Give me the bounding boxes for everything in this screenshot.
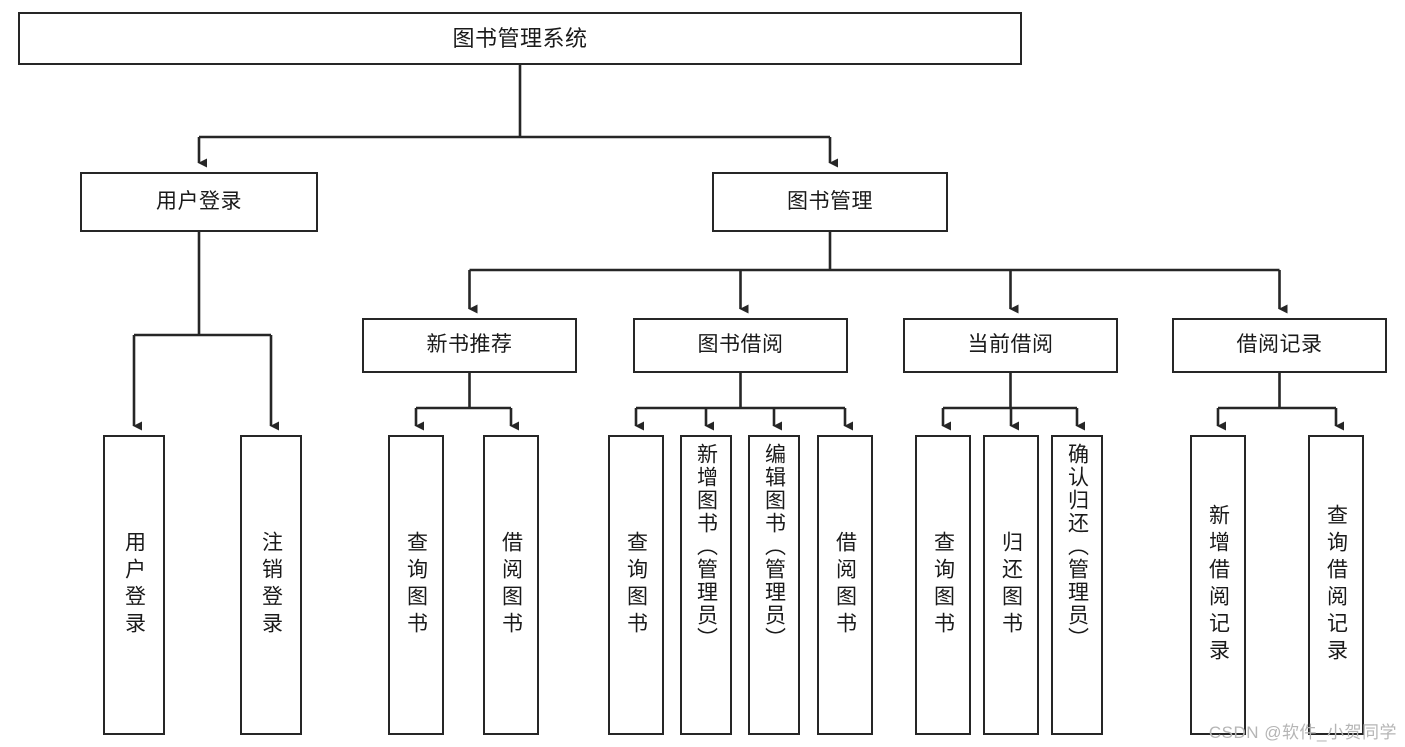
node-current[interactable]: 当前借阅 [903,318,1118,373]
node-label-leaf-query-record: 查询借阅记录 [1324,504,1348,666]
node-leaf-query-record[interactable]: 查询借阅记录 [1308,435,1364,735]
node-leaf-user-logout[interactable]: 注销登录 [240,435,302,735]
node-label-leaf-borrow-book-2: 借阅图书 [833,531,857,639]
node-label-leaf-query-book-2: 查询图书 [624,531,648,639]
node-leaf-confirm-return[interactable]: 确认归还（管理员） [1051,435,1103,735]
node-leaf-borrow-book-1[interactable]: 借阅图书 [483,435,539,735]
node-newbook[interactable]: 新书推荐 [362,318,577,373]
node-leaf-query-book-2[interactable]: 查询图书 [608,435,664,735]
node-label-leaf-edit-book: 编辑图书（管理员） [762,443,786,650]
node-label-leaf-add-book: 新增图书（管理员） [694,443,718,650]
node-label-leaf-query-book-1: 查询图书 [404,531,428,639]
node-login[interactable]: 用户登录 [80,172,318,232]
node-leaf-add-book[interactable]: 新增图书（管理员） [680,435,732,735]
node-root[interactable]: 图书管理系统 [18,12,1022,65]
node-leaf-return-book[interactable]: 归还图书 [983,435,1039,735]
node-label-borrow: 图书借阅 [697,333,784,357]
node-label-records: 借阅记录 [1236,333,1323,357]
node-label-leaf-confirm-return: 确认归还（管理员） [1065,443,1089,650]
node-label-leaf-add-record: 新增借阅记录 [1206,504,1230,666]
watermark-text: CSDN @软件_小贺同学 [1208,723,1397,742]
node-label-leaf-user-logout: 注销登录 [259,531,283,639]
node-label-leaf-return-book: 归还图书 [999,531,1023,639]
node-leaf-query-book-3[interactable]: 查询图书 [915,435,971,735]
node-label-root: 图书管理系统 [452,25,588,51]
node-records[interactable]: 借阅记录 [1172,318,1387,373]
node-leaf-query-book-1[interactable]: 查询图书 [388,435,444,735]
node-leaf-user-login[interactable]: 用户登录 [103,435,165,735]
node-label-leaf-borrow-book-1: 借阅图书 [499,531,523,639]
node-label-newbook: 新书推荐 [426,333,513,357]
node-label-leaf-user-login: 用户登录 [122,531,146,639]
node-borrow[interactable]: 图书借阅 [633,318,848,373]
node-label-leaf-query-book-3: 查询图书 [931,531,955,639]
node-leaf-edit-book[interactable]: 编辑图书（管理员） [748,435,800,735]
node-leaf-add-record[interactable]: 新增借阅记录 [1190,435,1246,735]
node-leaf-borrow-book-2[interactable]: 借阅图书 [817,435,873,735]
node-label-login: 用户登录 [156,189,242,213]
node-label-current: 当前借阅 [967,333,1054,357]
node-bookmgmt[interactable]: 图书管理 [712,172,948,232]
node-label-bookmgmt: 图书管理 [787,189,873,213]
